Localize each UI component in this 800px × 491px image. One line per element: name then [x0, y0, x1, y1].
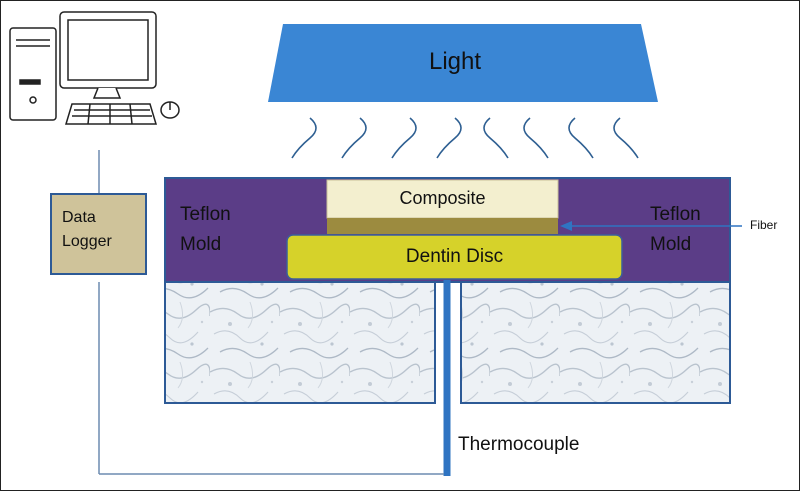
dentin-disc-label: Dentin Disc: [405, 246, 504, 267]
composite-block: [326, 179, 559, 219]
composite-label: Composite: [399, 188, 486, 208]
data-logger-line1: Data: [62, 209, 96, 226]
teflon-mold-right-line1: Teflon: [650, 204, 701, 225]
light-wave-icon: [613, 117, 639, 159]
data-logger-box: [50, 193, 147, 275]
keyboard-icon: [64, 103, 158, 125]
mouse-icon: [160, 101, 180, 119]
light-wave-icon: [341, 117, 367, 159]
data-logger-label: Data Logger: [62, 206, 142, 254]
teflon-mold-right-label: Teflon Mold: [650, 200, 730, 260]
tower-icon: [9, 27, 57, 121]
monitor-icon: [59, 11, 157, 99]
light-wave-icon: [483, 117, 509, 159]
light-wave-icon: [391, 117, 417, 159]
dentin-disc: [286, 234, 623, 280]
computer-icon: [9, 11, 180, 125]
teflon-mold-left-line2: Mold: [180, 234, 222, 255]
light-wave-icon: [436, 117, 462, 159]
teflon-mold-left-label: Teflon Mold: [180, 200, 290, 260]
marble-base-left: [164, 281, 436, 404]
light-waves: [291, 117, 639, 159]
fiber-label: Fiber: [750, 218, 778, 232]
light-wave-icon: [291, 117, 317, 159]
light-wave-icon: [568, 117, 594, 159]
teflon-mold-right-line2: Mold: [650, 234, 692, 255]
fiber-strip: [327, 218, 558, 234]
teflon-mold-left-line1: Teflon: [180, 204, 231, 225]
light-source: [268, 24, 658, 102]
light-wave-icon: [523, 117, 549, 159]
data-logger-line2: Logger: [62, 233, 112, 250]
fiber-arrow: [560, 221, 742, 231]
thermocouple-label: Thermocouple: [458, 434, 580, 455]
marble-base-right: [460, 281, 731, 404]
light-label: Light: [428, 48, 482, 75]
